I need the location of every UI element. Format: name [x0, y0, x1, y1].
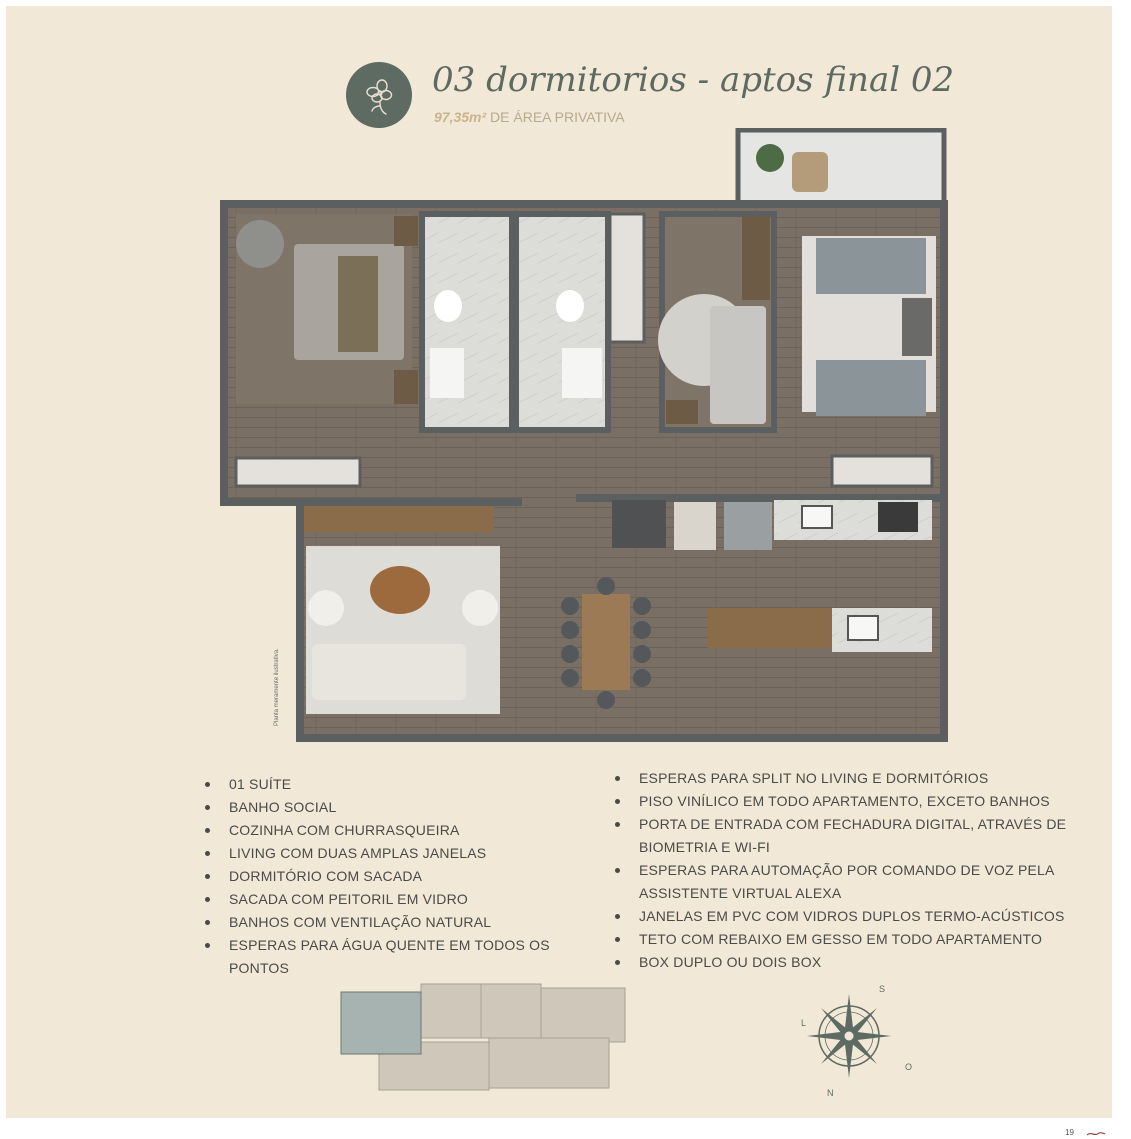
private-area-value: 97,35m² [434, 109, 487, 125]
brand-mark-icon [1086, 1131, 1106, 1136]
list-item: JANELAS EM PVC COM VIDROS DUPLOS TERMO-A… [612, 905, 1072, 928]
list-item: PISO VINÍLICO EM TODO APARTAMENTO, EXCET… [612, 790, 1072, 813]
features-list-right: ESPERAS PARA SPLIT NO LIVING E DORMITÓRI… [612, 767, 1072, 974]
private-area-label: DE ÁREA PRIVATIVA [490, 109, 625, 125]
list-item: ESPERAS PARA AUTOMAÇÃO POR COMANDO DE VO… [612, 859, 1072, 905]
list-item: 01 SUÍTE [202, 773, 612, 796]
brochure-page: 03 dormitorios - aptos final 02 97,35m² … [6, 6, 1112, 1118]
balcony-plant [756, 144, 784, 172]
flower-logo-icon [346, 62, 412, 128]
suite-blanket [338, 256, 378, 352]
plan-disclaimer: Planta meramente ilustrativa. [274, 648, 280, 726]
compass-s-label: S [879, 984, 885, 994]
page-title: 03 dormitorios - aptos final 02 [432, 60, 955, 100]
dining-table [582, 594, 630, 690]
compass-o-label: O [905, 1062, 912, 1072]
bedroom-three-bed-a [816, 238, 926, 294]
list-item: TETO COM REBAIXO EM GESSO EM TODO APARTA… [612, 928, 1072, 951]
compass-n-label: N [827, 1088, 834, 1098]
coffee-table [370, 566, 430, 614]
floor-plan-illustration [220, 128, 948, 742]
list-item: BANHO SOCIAL [202, 796, 612, 819]
list-item: BANHOS COM VENTILAÇÃO NATURAL [202, 911, 612, 934]
kitchen-island [708, 608, 832, 648]
list-item: COZINHA COM CHURRASQUEIRA [202, 819, 612, 842]
oven [724, 502, 772, 550]
compass-rose-icon: S L O N [801, 984, 912, 1098]
barbecue [612, 500, 666, 548]
bedroom-three-bed-b [816, 360, 926, 416]
tv-console [304, 506, 494, 532]
living-sofa [312, 644, 466, 700]
building-key-plan [340, 983, 626, 1091]
bedroom-two-desk [742, 216, 770, 300]
bedroom-wardrobe [830, 454, 934, 488]
list-item: BOX DUPLO OU DOIS BOX [612, 951, 1072, 974]
suite-ottoman [236, 220, 284, 268]
features-list-left: 01 SUÍTE BANHO SOCIAL COZINHA COM CHURRA… [202, 773, 612, 980]
cooktop [878, 502, 918, 532]
bedroom-three-desk [902, 298, 932, 356]
highlighted-unit [340, 991, 422, 1055]
compass-l-label: L [801, 1018, 806, 1028]
area-subtitle: 97,35m² DE ÁREA PRIVATIVA [434, 109, 625, 125]
list-item: LIVING COM DUAS AMPLAS JANELAS [202, 842, 612, 865]
balcony-chair [792, 152, 828, 192]
list-item: PORTA DE ENTRADA COM FECHADURA DIGITAL, … [612, 813, 1072, 859]
hall-closet [608, 212, 646, 344]
kitchen-sink [801, 505, 833, 529]
bedroom-two-bed [710, 306, 766, 424]
suite-wardrobe [234, 456, 362, 488]
list-item: SACADA COM PEITORIL EM VIDRO [202, 888, 612, 911]
list-item: ESPERAS PARA SPLIT NO LIVING E DORMITÓRI… [612, 767, 1072, 790]
list-item: ESPERAS PARA ÁGUA QUENTE EM TODOS OS PON… [202, 934, 612, 980]
list-item: DORMITÓRIO COM SACADA [202, 865, 612, 888]
page-number: 19 [1065, 1128, 1074, 1137]
